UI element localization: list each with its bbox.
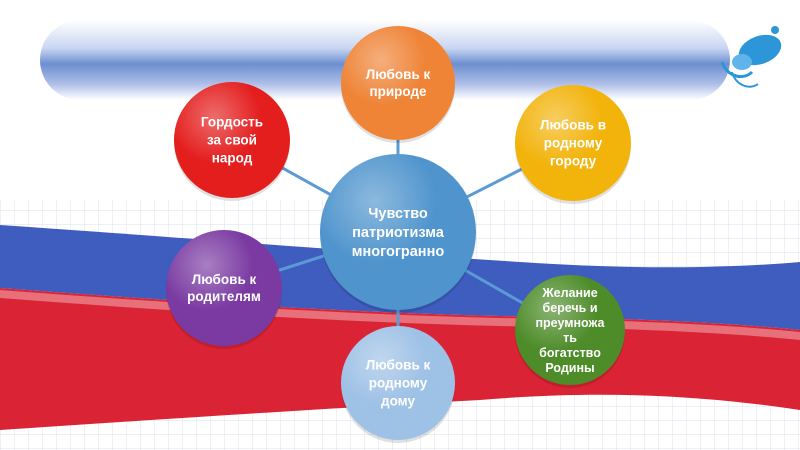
node-home-label-line: родному [369,376,428,391]
node-people-label-line: Гордость [201,115,263,130]
node-nature: Любовь к природе [341,26,455,143]
node-wealth-label-line: Родины [545,361,594,375]
node-home-label-line: Любовь к [366,358,431,373]
node-wealth-label-line: преумножа [536,316,606,330]
center-node-label-line: патриотизма [352,225,445,241]
connector-parents [274,253,329,273]
connector-people [278,164,335,198]
blue-swirl-logo-icon [720,26,782,88]
node-nature-label-line: природе [369,84,427,99]
node-people: Гордость за свой народ [174,82,290,201]
node-wealth-label-line: богатство [539,346,601,360]
node-nature-label-line: Любовь к [366,67,431,82]
node-city-label-line: городу [550,154,597,169]
node-parents: Любовь к родителям [166,230,282,349]
node-wealth-label-line: Желание [541,286,597,300]
node-city-label-line: Любовь в [540,118,606,133]
node-parents-label-line: родителям [187,289,261,304]
node-city-label-line: родному [544,136,603,151]
node-people-label-line: за свой [207,133,257,148]
node-home: Любовь к родному дому [341,326,455,443]
node-wealth-label-line: беречь и [542,301,597,315]
node-wealth-label-line: ть [563,331,577,345]
node-parents-label-line: Любовь к [192,272,257,287]
connector-wealth [461,267,527,307]
connector-city [463,166,526,200]
center-node: Чувство патриотизма многогранно [320,154,476,313]
node-home-label-line: дому [381,394,415,409]
node-city: Любовь в родному городу [515,85,631,204]
center-node-label-line: многогранно [352,244,445,260]
center-node-label-line: Чувство [368,206,428,222]
node-people-label-line: народ [212,151,253,166]
